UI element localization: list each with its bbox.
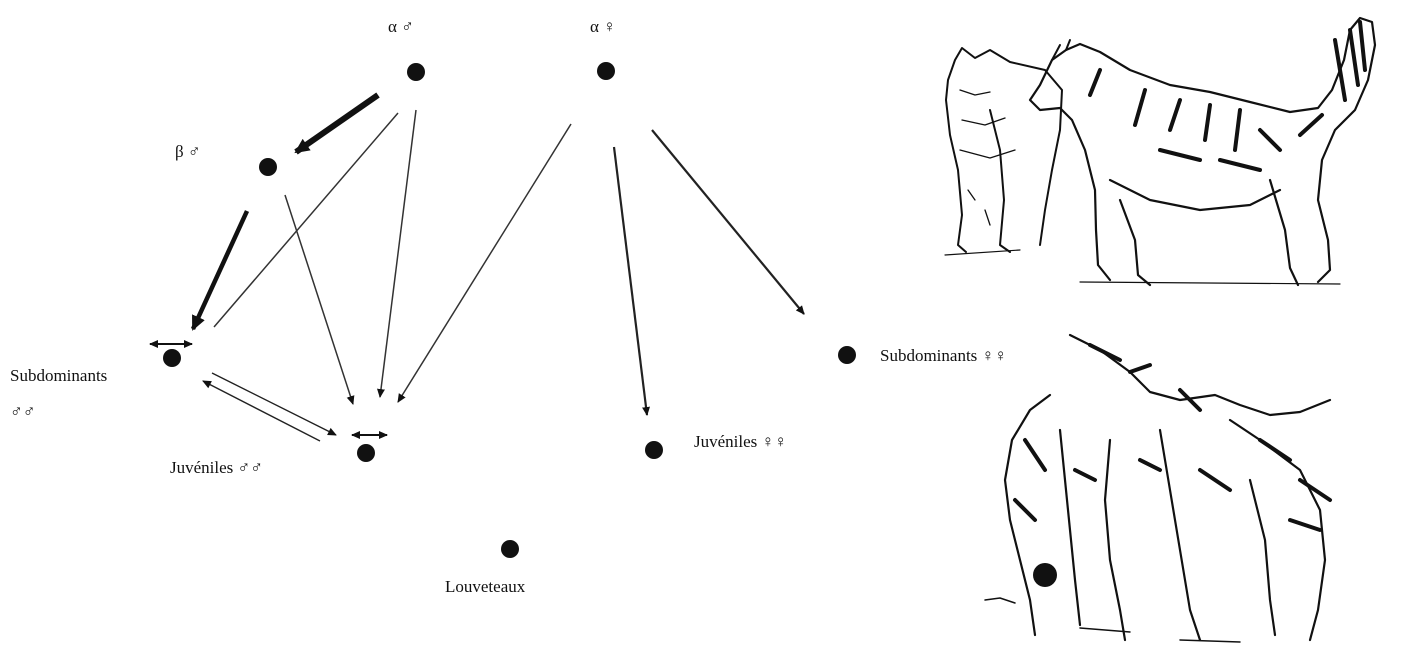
label-alpha-female: α ♀ — [590, 17, 616, 36]
label-subdominant-males-symbol: ♂♂ — [10, 402, 36, 421]
node-alpha-male — [407, 63, 425, 81]
edge-beta-male-to-juvenile-males — [284, 194, 355, 405]
label-alpha-male: α ♂ — [388, 17, 414, 36]
edge-alpha-female-to-subdominant-females — [651, 129, 805, 315]
edge-beta-male-to-subdominant-males — [190, 210, 250, 331]
edge-alpha-male-to-beta-male — [294, 92, 380, 155]
two-wolves-standing-icon — [944, 16, 1377, 287]
node-alpha-female — [597, 62, 615, 80]
edge-alpha-male-to-subdominant-males — [213, 112, 399, 328]
edge-subdominant-males-juvenile-males-double — [202, 372, 337, 442]
wolf-group-icon — [984, 333, 1332, 643]
label-juvenile-males: Juvéniles ♂♂ — [170, 458, 264, 477]
label-cubs: Louveteaux — [445, 577, 526, 596]
node-cubs — [501, 540, 519, 558]
node-subdominant-females — [838, 346, 856, 364]
label-subdominant-males: Subdominants — [10, 366, 108, 385]
edge-alpha-female-to-juvenile-males — [397, 123, 572, 403]
edge-alpha-female-to-juvenile-females — [612, 146, 650, 416]
edges — [149, 92, 805, 442]
label-juvenile-females: Juvéniles ♀♀ — [694, 432, 788, 451]
label-beta-male: β ♂ — [175, 142, 201, 161]
node-juvenile-males — [357, 444, 375, 462]
edge-alpha-male-to-juvenile-males — [377, 109, 417, 398]
node-juvenile-females — [645, 441, 663, 459]
label-subdominant-females: Subdominants ♀♀ — [880, 346, 1008, 365]
node-subdominant-males — [163, 349, 181, 367]
node-beta-male — [259, 158, 277, 176]
nodes — [163, 62, 856, 558]
